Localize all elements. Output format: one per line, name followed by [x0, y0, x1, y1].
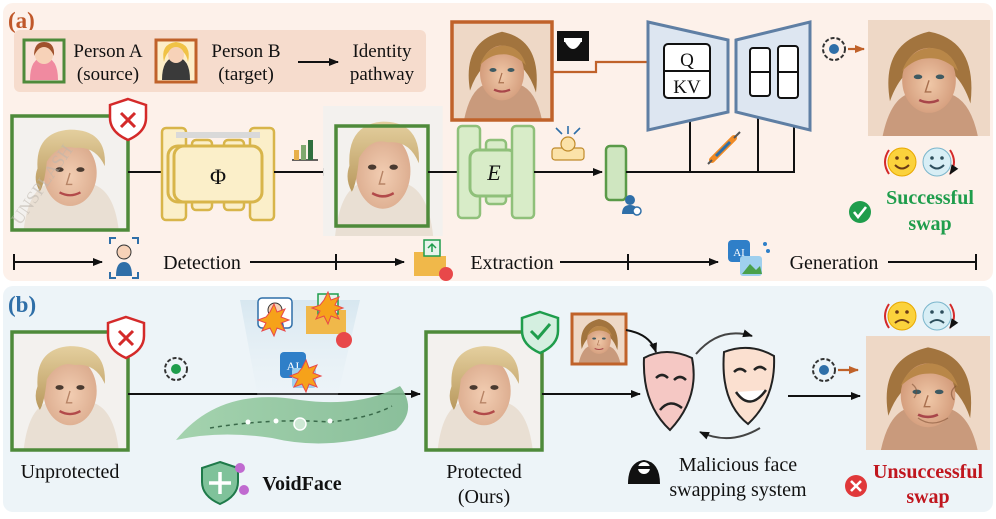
success-sublabel: swap — [908, 213, 951, 235]
fail-cross-icon — [845, 475, 867, 497]
success-check-icon — [849, 201, 871, 223]
protected-face-image — [424, 330, 544, 452]
target-face-small-frame — [570, 312, 628, 366]
success-label: Successful — [886, 187, 974, 209]
happy-emoji-icon — [887, 147, 917, 177]
aging-wrinkles — [911, 383, 957, 424]
identity-embedding — [604, 144, 628, 202]
target-face-small-image — [571, 313, 627, 365]
legend-person-a-sublabel: (source) — [77, 64, 139, 85]
legend-person-a-icon — [22, 38, 66, 84]
stage-extraction-label: Extraction — [470, 252, 553, 274]
happy-emoji-mirror-icon — [884, 147, 959, 177]
cropped-face-frame — [334, 124, 430, 228]
user-id-icon — [622, 195, 642, 216]
legend-box — [14, 30, 426, 92]
encoder-label: E — [486, 160, 501, 185]
legend-person-b-icon — [154, 38, 198, 84]
stage-generation-label: Generation — [790, 252, 879, 274]
legend-identity-label: Identity — [352, 41, 412, 62]
generation-b-gear-icon — [812, 358, 836, 382]
unet-decoder-block — [734, 20, 812, 132]
arrow-target-to-system — [625, 329, 657, 353]
unprotected-b-shield-icon — [106, 315, 146, 360]
protected-face-frame — [424, 330, 544, 452]
sad-emoji-mirror-icon — [884, 301, 959, 331]
voidface-shield-icon — [201, 460, 249, 506]
legend-person-b-label: Person B — [211, 41, 280, 62]
detector-phi-block — [160, 126, 276, 222]
protected-shield-icon — [520, 310, 560, 355]
detector-phi-label: Φ — [210, 164, 226, 189]
fail-sublabel: swap — [906, 486, 949, 508]
identity-manifold — [176, 386, 409, 444]
failed-swap-face-image — [864, 334, 992, 452]
sad-emoji-icon — [887, 301, 917, 331]
face-mask-icon — [557, 31, 589, 61]
generation-ai-icon: AI — [728, 240, 770, 276]
injection-syringe-icon — [707, 131, 741, 165]
unprotected-face-image — [10, 330, 130, 452]
swapped-face-image — [866, 18, 992, 138]
fail-label: Unsuccessful — [873, 461, 983, 483]
system-label: Malicious face — [679, 454, 797, 476]
unprotected-shield-icon — [108, 97, 148, 142]
extraction-icon — [414, 239, 453, 281]
bar-chart-icon — [292, 140, 318, 161]
svg-text:AI: AI — [733, 247, 745, 259]
malicious-system-masks-icon — [642, 329, 776, 440]
encoder-block — [456, 124, 536, 220]
system-sublabel: swapping system — [669, 479, 807, 501]
target-face-image — [450, 20, 554, 122]
panel-a-tag: (a) — [8, 8, 35, 33]
unprotected-face-frame — [10, 330, 130, 452]
unet-encoder-block — [646, 20, 730, 132]
legend-identity-sublabel: pathway — [350, 64, 415, 85]
stage-detection-label: Detection — [163, 252, 241, 274]
protection-gear-icon — [164, 357, 188, 381]
identity-extraction-icon — [551, 126, 585, 161]
legend-person-a-label: Person A — [73, 41, 142, 62]
protected-label: Protected — [446, 461, 522, 483]
manifold-nodes — [245, 417, 333, 431]
unet-q-label: Q — [680, 50, 694, 71]
detection-icon — [109, 237, 139, 279]
hacker-icon — [628, 460, 660, 484]
panel-b-tag: (b) — [8, 292, 36, 317]
generation-gear-icon — [822, 37, 846, 61]
arrow-target-to-unet — [552, 58, 657, 74]
unet-kv-label: KV — [673, 77, 701, 98]
legend-person-b-sublabel: (target) — [218, 64, 274, 85]
explosion-icons — [256, 290, 345, 394]
unprotected-label: Unprotected — [21, 461, 120, 483]
voidface-label: VoidFace — [262, 473, 341, 495]
protected-sublabel: (Ours) — [458, 486, 510, 508]
